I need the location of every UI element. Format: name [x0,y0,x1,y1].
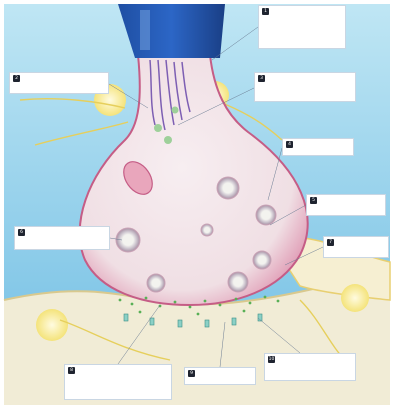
callout-number: 10 [268,356,275,363]
callout-number: 6 [18,229,25,236]
callout-number: 3 [258,75,265,82]
callout-number: 1 [262,8,269,15]
axon [118,4,225,58]
callout-5: 5 [306,194,386,216]
callout-3: 3 [254,72,356,102]
callout-7: 7 [323,236,389,258]
callout-6: 6 [14,226,110,250]
callout-8: 8 [64,364,172,400]
callout-number: 4 [286,141,293,148]
callout-number: 7 [327,239,334,246]
callout-1: 1 [258,5,346,49]
glow-bottom-right [341,284,369,312]
callout-number: 2 [13,75,20,82]
callout-2: 2 [9,72,109,94]
callout-9: 9 [184,367,256,385]
glow-bottom-left [36,309,68,341]
callout-10: 10 [264,353,356,381]
callout-number: 8 [68,367,75,374]
callout-number: 9 [188,370,195,377]
callout-number: 5 [310,197,317,204]
callout-4: 4 [282,138,354,156]
